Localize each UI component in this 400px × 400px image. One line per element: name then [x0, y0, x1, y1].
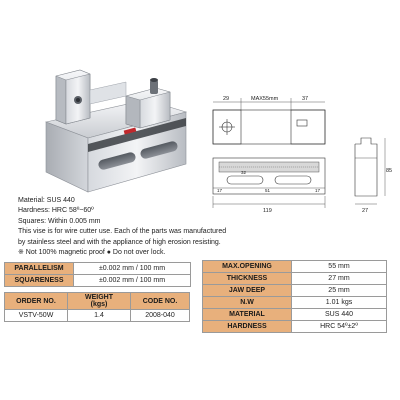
dim-max-opening-label: MAX55mm — [251, 96, 279, 102]
table-row: JAW DEEP 25 mm — [202, 284, 387, 297]
dim-17b-label: 17 — [315, 188, 321, 193]
nw-label: N.W — [202, 296, 292, 309]
spec-usage-line-2: by stainless steel and with the applianc… — [18, 238, 221, 246]
spec-usage-line-1: This vise is for wire cutter use. Each o… — [18, 228, 227, 236]
top-view — [212, 109, 326, 145]
dim-27-label: 27 — [362, 208, 368, 214]
weight-header: WEIGHT (kgs) — [67, 292, 131, 310]
dim-37-label: 37 — [302, 96, 308, 102]
max-opening-label: MAX.OPENING — [202, 260, 292, 273]
clamp-screw — [150, 80, 158, 94]
table-row: HARDNESS HRC 54º±2º — [202, 320, 387, 333]
table-row: N.W 1.01 kgs — [202, 296, 387, 309]
weight-value: 1.4 — [67, 309, 131, 322]
table-row: VSTV-50W 1.4 2008-040 — [4, 309, 190, 322]
dim-119-label: 119 — [263, 208, 272, 214]
parallelism-label: PARALLELISM — [4, 262, 74, 275]
vise-product-photo — [44, 69, 188, 193]
accuracy-table: PARALLELISM ±0.002 mm / 100 mm SQUARENES… — [4, 262, 191, 287]
table-row: PARALLELISM ±0.002 mm / 100 mm — [4, 262, 191, 275]
weight-header-line-2: (kgs) — [90, 301, 108, 308]
weight-header-line-1: WEIGHT — [85, 293, 113, 301]
hardness-value: HRC 54º±2º — [291, 320, 387, 333]
dim-85-label: 85 — [386, 168, 392, 174]
table-row: THICKNESS 27 mm — [202, 272, 387, 285]
max-opening-value: 55 mm — [291, 260, 387, 273]
spec-notes: ※ Not 100% magnetic proof ● Do not over … — [18, 249, 166, 257]
material-label: MATERIAL — [202, 308, 292, 321]
squareness-label: SQUARENESS — [4, 274, 74, 287]
slot-holes — [98, 141, 178, 170]
code-no-header: CODE NO. — [130, 292, 190, 310]
hardness-label: HARDNESS — [202, 320, 292, 333]
front-view — [212, 157, 326, 195]
spec-hardness: Hardness: HRC 58º~60º — [18, 207, 94, 215]
side-view — [354, 137, 378, 197]
order-no-header: ORDER NO. — [4, 292, 68, 310]
dim-51-label: 51 — [265, 188, 271, 193]
table-row: MAX.OPENING 55 mm — [202, 260, 387, 273]
technical-drawing: 29 MAX55mm 37 17 32 51 17 119 85 27 — [212, 96, 392, 214]
dim-17a-label: 17 — [217, 188, 223, 193]
dim-29-label: 29 — [223, 96, 229, 102]
spec-table: MAX.OPENING 55 mm THICKNESS 27 mm JAW DE… — [202, 260, 387, 333]
thickness-value: 27 mm — [291, 272, 387, 285]
nw-value: 1.01 kgs — [291, 296, 387, 309]
jaw-deep-value: 25 mm — [291, 284, 387, 297]
spec-text-block: Material: SUS 440 Hardness: HRC 58º~60º … — [18, 196, 226, 258]
spec-squares: Squares: Within 0.005 mm — [18, 217, 101, 225]
dim-32-label: 32 — [241, 170, 247, 175]
thickness-label: THICKNESS — [202, 272, 292, 285]
parallelism-value: ±0.002 mm / 100 mm — [73, 262, 191, 275]
table-row: MATERIAL SUS 440 — [202, 308, 387, 321]
code-no-value: 2008-040 — [130, 309, 190, 322]
material-value: SUS 440 — [291, 308, 387, 321]
jaw-deep-label: JAW DEEP — [202, 284, 292, 297]
spec-material: Material: SUS 440 — [18, 197, 75, 204]
order-table: ORDER NO. WEIGHT (kgs) CODE NO. VSTV-50W… — [4, 292, 190, 322]
table-row: SQUARENESS ±0.002 mm / 100 mm — [4, 274, 191, 287]
table-header-row: ORDER NO. WEIGHT (kgs) CODE NO. — [4, 292, 190, 310]
squareness-value: ±0.002 mm / 100 mm — [73, 274, 191, 287]
brand-logo — [123, 127, 137, 135]
order-no-value: VSTV-50W — [4, 309, 68, 322]
